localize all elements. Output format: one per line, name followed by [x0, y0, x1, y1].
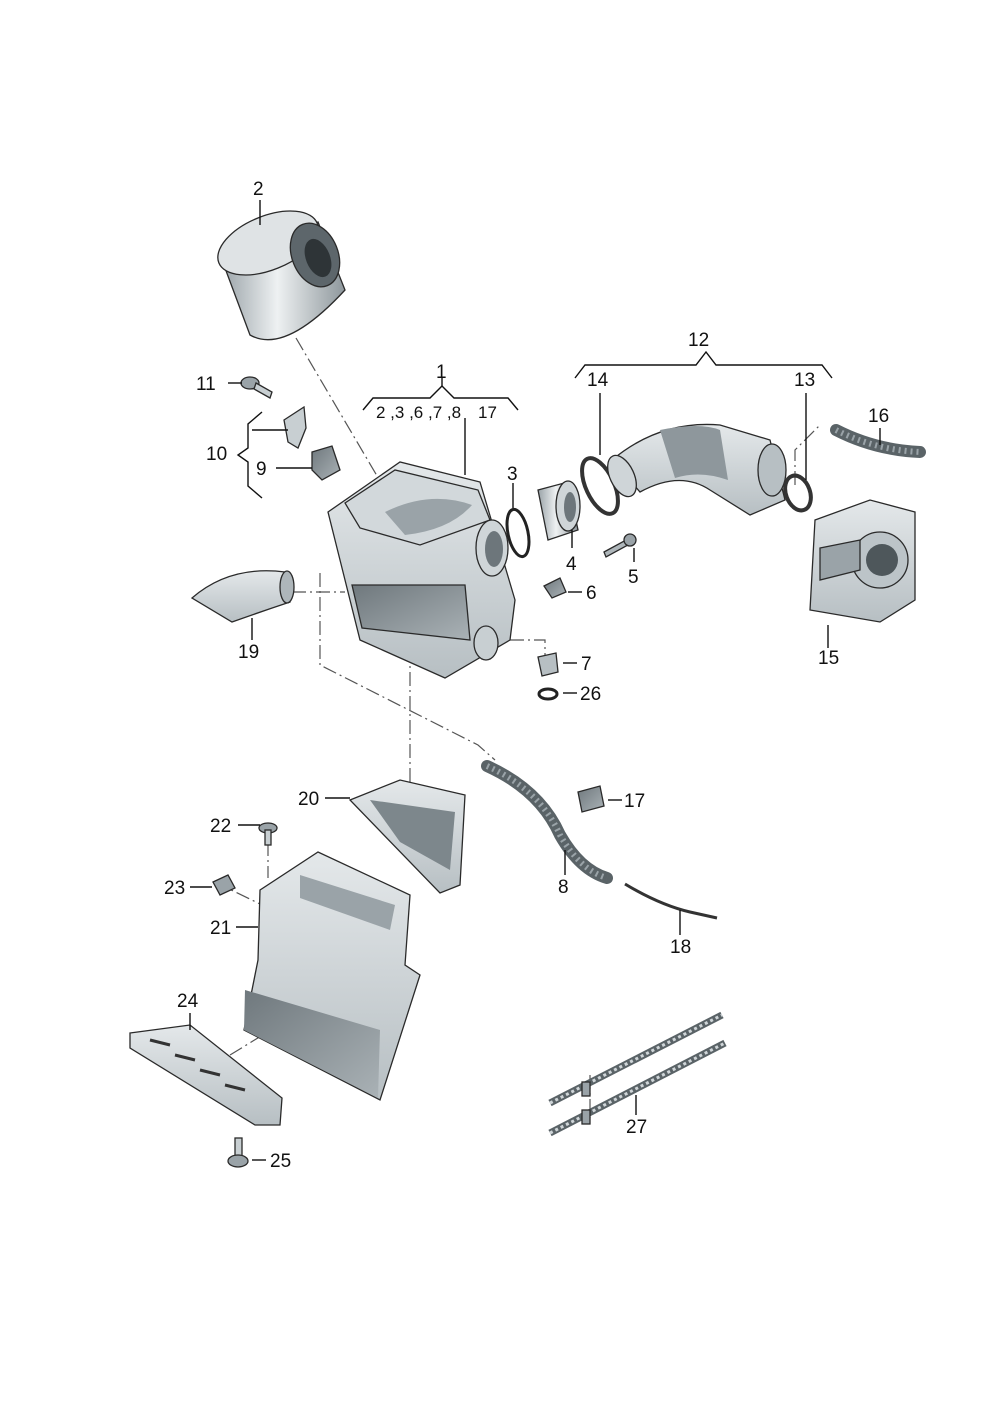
part-24-grille[interactable] [129, 1024, 283, 1126]
callout-20: 20 [298, 789, 319, 810]
callout-14: 14 [587, 370, 609, 391]
callout-17: 17 [624, 791, 645, 812]
callout-19: 19 [238, 642, 259, 663]
callout-1-group: 2 ,3 ,6 ,7 ,8 [376, 403, 461, 422]
part-7-valve[interactable] [537, 652, 559, 677]
part-23-nut[interactable] [212, 874, 236, 896]
callout-4: 4 [566, 554, 577, 575]
callout-25: 25 [270, 1151, 291, 1172]
callout-2: 2 [253, 179, 264, 200]
callout-27: 27 [626, 1117, 647, 1138]
part-17-holder-clip[interactable] [577, 785, 605, 813]
callout-7: 7 [581, 654, 592, 675]
callout-12: 12 [688, 330, 709, 351]
part-9-grommet[interactable] [311, 445, 341, 481]
part-13-hose-clamp[interactable] [781, 472, 816, 514]
callout-21: 21 [210, 918, 231, 939]
part-21-air-intake-box[interactable] [243, 851, 421, 1101]
part-8-breather-hose[interactable] [481, 760, 613, 884]
callout-15: 15 [818, 648, 839, 669]
part-5-screw[interactable] [603, 533, 637, 558]
callout-24: 24 [177, 991, 199, 1012]
callout-1: 1 [436, 362, 447, 383]
part-18-line[interactable] [624, 882, 718, 920]
callout-6: 6 [586, 583, 597, 604]
callout-16: 16 [868, 406, 889, 427]
part-25-bolt[interactable] [227, 1137, 249, 1168]
callout-11: 11 [196, 374, 216, 395]
part-20-air-guide[interactable] [348, 779, 466, 894]
part-10-bracket[interactable] [283, 405, 307, 449]
callout-8: 8 [558, 877, 569, 898]
part-12-intake-hose[interactable] [602, 423, 787, 516]
callout-22: 22 [210, 816, 231, 837]
callout-18: 18 [670, 937, 691, 958]
callout-1-17: 17 [478, 403, 497, 422]
callout-3: 3 [507, 464, 518, 485]
callout-labels: 2 1 2 ,3 ,6 ,7 ,8 17 11 10 9 3 4 5 6 7 2… [164, 179, 889, 1172]
part-2-air-filter-element[interactable] [209, 198, 349, 341]
callout-9: 9 [256, 459, 267, 480]
part-16-vent-hose[interactable] [830, 424, 926, 458]
callout-13: 13 [794, 370, 815, 391]
part-19-intake-duct[interactable] [190, 570, 295, 623]
callout-26: 26 [580, 684, 601, 705]
part-1-air-filter-housing[interactable] [327, 461, 516, 679]
part-22-bolt[interactable] [258, 822, 278, 846]
part-4-air-mass-meter[interactable] [537, 480, 581, 541]
callout-10: 10 [206, 444, 227, 465]
part-6-clip[interactable] [543, 577, 567, 599]
part-27-cable-ties[interactable] [548, 1011, 727, 1137]
leader-lines [189, 200, 881, 1161]
part-11-bolt[interactable] [240, 376, 273, 399]
callout-5: 5 [628, 567, 639, 588]
callout-23: 23 [164, 878, 185, 899]
part-3-o-ring[interactable] [503, 507, 533, 559]
part-15-throttle-valve-module[interactable] [809, 499, 916, 623]
part-26-seal[interactable] [537, 687, 559, 701]
